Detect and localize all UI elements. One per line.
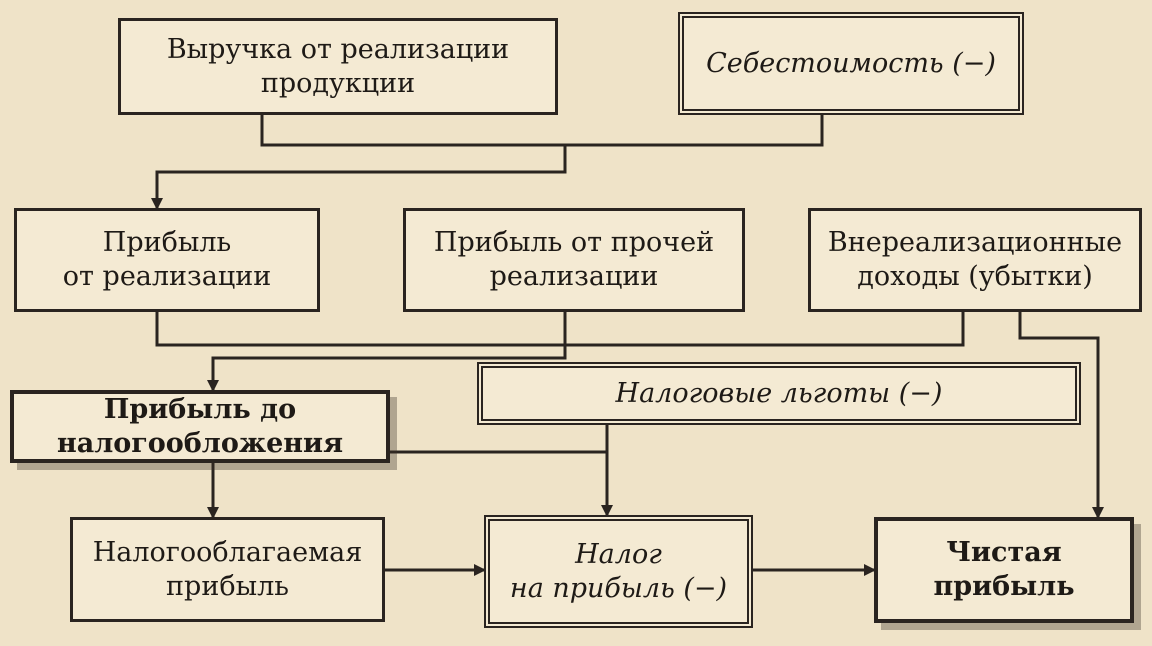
pretax-line2: налогообложения	[56, 427, 344, 459]
tax-benefits-label: Налоговые льготы (−)	[615, 377, 943, 409]
income-tax-line1: Налог	[575, 538, 662, 570]
other-profit-line2: реализации	[489, 261, 659, 292]
cost-box: Себестоимость (−)	[678, 12, 1024, 115]
other-profit-line1: Прибыль от прочей	[433, 227, 715, 259]
revenue-box: Выручка от реализации продукции	[118, 18, 558, 115]
income-tax-line2: на прибыль (−)	[509, 572, 728, 604]
net-profit-line2: прибыль	[933, 571, 1075, 602]
non-operating-line1: Внереализационные	[827, 227, 1123, 259]
connector-revenue	[260, 115, 565, 147]
revenue-line2: продукции	[260, 67, 416, 99]
revenue-line1: Выручка от реализации	[166, 33, 510, 65]
arrow-to-sales-profit	[151, 145, 567, 210]
cost-label: Себестоимость (−)	[706, 47, 996, 79]
connector-sales-profit	[155, 312, 565, 347]
taxable-line2: прибыль	[166, 570, 289, 602]
net-profit-box: Чистая прибыль	[874, 517, 1134, 623]
net-profit-line1: Чистая	[946, 537, 1062, 569]
sales-profit-line1: Прибыль	[102, 227, 232, 259]
connector-non-operating	[565, 312, 965, 347]
connector-cost	[565, 115, 824, 147]
pretax-line1: Прибыль до	[103, 393, 297, 425]
sales-profit-box: Прибыль от реализации	[14, 208, 320, 312]
income-tax-box: Налог на прибыль (−)	[484, 515, 753, 628]
sales-profit-line2: от реализации	[62, 261, 272, 292]
taxable-profit-box: Налогооблагаемая прибыль	[70, 517, 385, 622]
taxable-line1: Налогооблагаемая	[92, 536, 363, 568]
arrow-non-operating-to-net	[1018, 312, 1104, 519]
non-operating-line2: доходы (убытки)	[857, 261, 1093, 292]
arrow-to-pretax	[207, 345, 567, 392]
non-operating-box: Внереализационные доходы (убытки)	[808, 208, 1142, 312]
other-profit-box: Прибыль от прочей реализации	[403, 208, 745, 312]
pretax-profit-box: Прибыль до налогообложения	[10, 390, 390, 463]
tax-benefits-box: Налоговые льготы (−)	[477, 362, 1081, 425]
